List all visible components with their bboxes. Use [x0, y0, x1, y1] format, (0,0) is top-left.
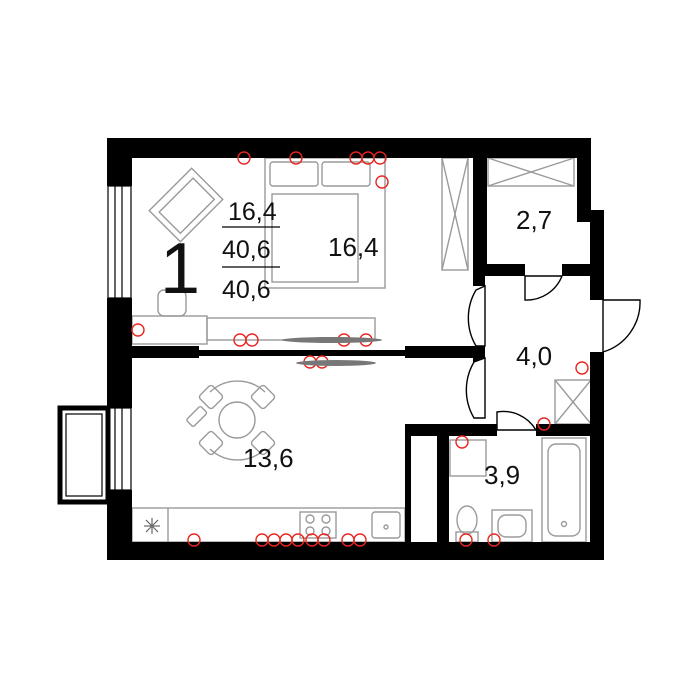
- bedroom-door: [467, 284, 486, 347]
- desk-chair: [157, 289, 187, 317]
- kitchen-door: [465, 357, 486, 419]
- wall-storage-left: [473, 138, 487, 268]
- living-area: 16,4: [228, 198, 277, 226]
- kitchen-drain: [383, 524, 389, 530]
- room-label-bathroom: 3,9: [484, 460, 520, 490]
- window-kitchen: [107, 407, 132, 491]
- entrance-door: [602, 299, 641, 353]
- walls: [107, 138, 604, 560]
- wall-storage-bottom-a: [473, 264, 525, 276]
- storage-shelving: [487, 157, 575, 187]
- summary-block: 1 16,4 40,6 40,6: [160, 198, 280, 309]
- sockets: [131, 151, 589, 547]
- room-label-bedroom: 16,4: [328, 232, 379, 262]
- wall-partition-a: [107, 346, 199, 358]
- tv: [282, 337, 382, 366]
- bathroom-door: [496, 410, 538, 431]
- wall-storage-bottom-b: [562, 264, 602, 276]
- wall-bath-top-a: [405, 424, 497, 436]
- storage-door: [524, 275, 564, 301]
- hob: [299, 511, 337, 539]
- washing-machine: [449, 439, 487, 477]
- armchair: [148, 167, 224, 243]
- wall-partition-c: [405, 346, 485, 358]
- bathtub: [541, 437, 587, 543]
- hob-burner: [305, 514, 315, 524]
- toilet: [455, 505, 479, 543]
- bedroom-wardrobe: [441, 157, 469, 271]
- window-bedroom: [107, 185, 132, 299]
- wall-bottom: [107, 542, 604, 560]
- kitchen-sink: [371, 511, 401, 539]
- room-labels: 16,4 13,6 2,7 4,0 3,9: [243, 205, 552, 490]
- total-area-2: 40,6: [222, 276, 271, 304]
- bathroom-sink: [491, 509, 533, 543]
- vent-icon: [144, 518, 160, 534]
- wall-left-upper: [107, 138, 132, 186]
- wall-right-upper: [577, 138, 591, 218]
- doors: [465, 275, 641, 431]
- wall-kitchen-right: [405, 424, 411, 554]
- windows: [107, 185, 132, 491]
- room-label-storage: 2,7: [516, 205, 552, 235]
- bed: [264, 157, 386, 289]
- total-area: 40,6: [222, 236, 271, 264]
- balcony: [57, 405, 111, 505]
- wall-bath-top-b: [536, 424, 602, 436]
- wall-bath-left: [437, 424, 449, 554]
- room-label-kitchen: 13,6: [243, 443, 294, 473]
- room-label-hall: 4,0: [516, 341, 552, 371]
- wall-right-lower: [590, 352, 604, 552]
- wall-right-mid: [590, 210, 604, 300]
- hob-burner: [321, 514, 331, 524]
- wall-hall-left-top: [473, 264, 485, 286]
- wall-partition-b: [199, 350, 409, 356]
- dining-set: [186, 380, 276, 461]
- desk: [131, 315, 208, 345]
- rooms-count: 1: [160, 229, 200, 309]
- hall-cabinet: [554, 379, 592, 425]
- wall-top: [107, 138, 591, 158]
